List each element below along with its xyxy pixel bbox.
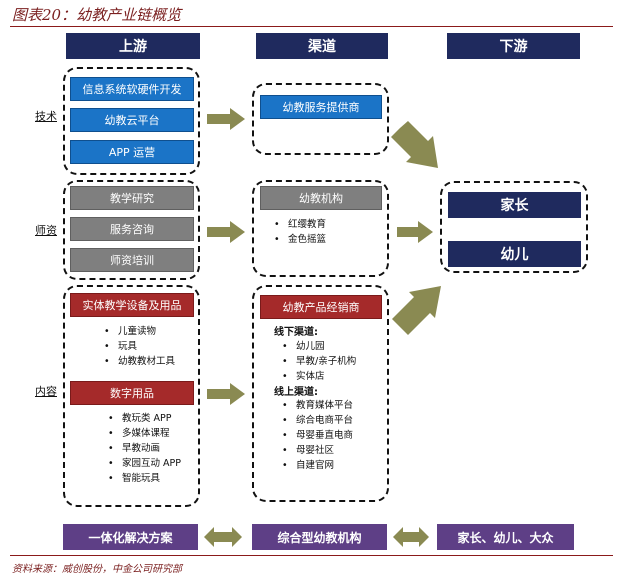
- double-arrow-right: [393, 527, 429, 547]
- content-physical-title: 实体教学设备及用品: [70, 293, 194, 317]
- list-item: 儿童读物: [100, 324, 175, 339]
- teacher-item-research: 教学研究: [70, 186, 194, 210]
- list-item: 实体店: [278, 369, 356, 384]
- list-item: 金色摇篮: [270, 232, 326, 247]
- source-note: 资料来源：威创股份，中金公司研究部: [12, 564, 182, 575]
- teacher-item-consulting: 服务咨询: [70, 217, 194, 241]
- channel-teacher-group: [252, 180, 389, 277]
- list-item: 综合电商平台: [278, 413, 353, 428]
- header-downstream: 下游: [447, 33, 580, 59]
- list-item: 幼教教材工具: [100, 354, 175, 369]
- list-item: 教玩类 APP: [104, 411, 181, 426]
- upstream-content-group: [63, 285, 200, 507]
- arrow-content-right: [207, 383, 245, 405]
- list-item: 幼儿园: [278, 339, 356, 354]
- bottom-comprehensive-institution: 综合型幼教机构: [252, 524, 387, 550]
- online-channel-label: 线上渠道:: [274, 387, 318, 398]
- row-label-teacher: 师资: [35, 224, 57, 237]
- offline-channel-list: 幼儿园 早教/亲子机构 实体店: [278, 339, 356, 384]
- title-rule: [10, 26, 613, 27]
- list-item: 玩具: [100, 339, 175, 354]
- double-arrow-left: [204, 527, 242, 547]
- channel-institution-list: 红缨教育 金色摇篮: [270, 217, 326, 247]
- channel-distributor: 幼教产品经销商: [260, 295, 382, 319]
- row-label-tech: 技术: [35, 110, 57, 123]
- upstream-teacher-group: [63, 180, 200, 280]
- source-rule: [10, 555, 613, 556]
- upstream-tech-group: [63, 67, 200, 175]
- channel-service-provider: 幼教服务提供商: [260, 95, 382, 119]
- channel-tech-group: [252, 83, 389, 155]
- arrow-right-middle: [397, 221, 433, 243]
- list-item: 智能玩具: [104, 471, 181, 486]
- content-digital-list: 教玩类 APP 多媒体课程 早教动画 家园互动 APP 智能玩具: [104, 411, 181, 486]
- downstream-parents: 家长: [448, 192, 581, 218]
- downstream-group: [440, 181, 588, 273]
- row-label-content: 内容: [35, 385, 57, 398]
- list-item: 母婴垂直电商: [278, 428, 353, 443]
- list-item: 教育媒体平台: [278, 398, 353, 413]
- header-upstream: 上游: [66, 33, 200, 59]
- list-item: 家园互动 APP: [104, 456, 181, 471]
- offline-channel-label: 线下渠道:: [274, 327, 318, 338]
- tech-item-app: APP 运营: [70, 140, 194, 164]
- arrow-tech-right: [207, 108, 245, 130]
- list-item: 多媒体课程: [104, 426, 181, 441]
- downstream-children: 幼儿: [448, 241, 581, 267]
- bottom-audience: 家长、幼儿、大众: [437, 524, 574, 550]
- tech-item-software: 信息系统软硬件开发: [70, 77, 194, 101]
- header-channel: 渠道: [256, 33, 388, 59]
- teacher-item-training: 师资培训: [70, 248, 194, 272]
- online-channel-list: 教育媒体平台 综合电商平台 母婴垂直电商 母婴社区 自建官网: [278, 398, 353, 473]
- list-item: 早教/亲子机构: [278, 354, 356, 369]
- channel-content-group: [252, 285, 389, 502]
- content-physical-list: 儿童读物 玩具 幼教教材工具: [100, 324, 175, 369]
- channel-institution: 幼教机构: [260, 186, 382, 210]
- arrow-up-right: [392, 286, 441, 335]
- list-item: 母婴社区: [278, 443, 353, 458]
- tech-item-cloud: 幼教云平台: [70, 108, 194, 132]
- content-digital-title: 数字用品: [70, 381, 194, 405]
- list-item: 红缨教育: [270, 217, 326, 232]
- list-item: 早教动画: [104, 441, 181, 456]
- list-item: 自建官网: [278, 458, 353, 473]
- arrow-teacher-right: [207, 221, 245, 243]
- bottom-integrated-solution: 一体化解决方案: [63, 524, 198, 550]
- arrow-down-right: [391, 121, 438, 168]
- figure-title: 图表20：幼教产业链概览: [12, 6, 182, 24]
